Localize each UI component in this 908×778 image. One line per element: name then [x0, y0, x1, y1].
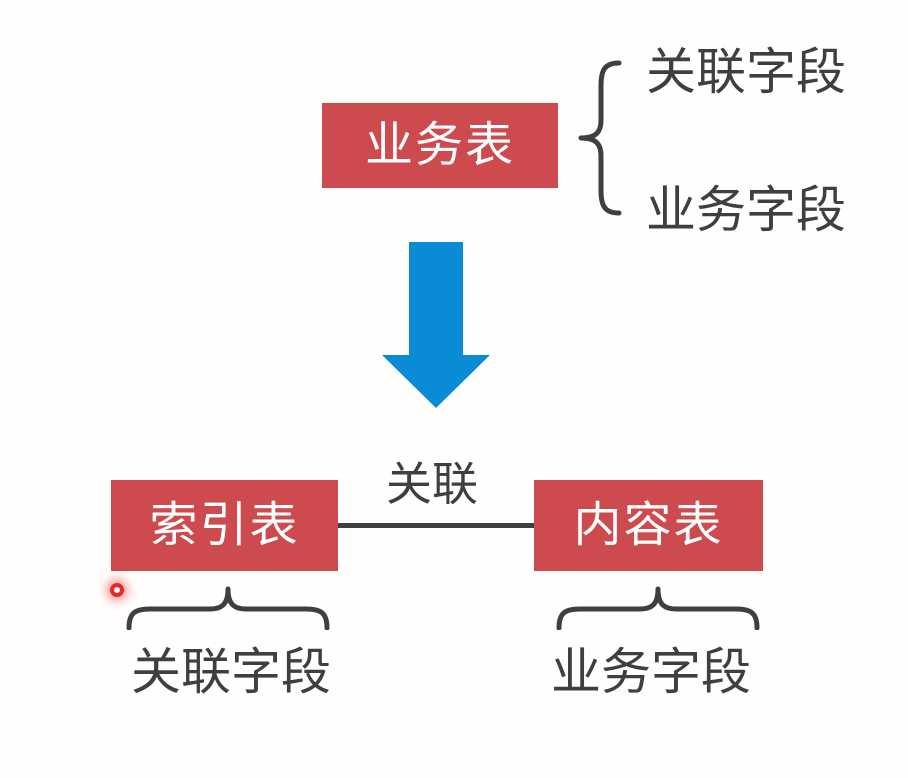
index-table-label: 索引表 — [149, 498, 300, 552]
business-table-box: 业务表 — [322, 103, 558, 188]
content-table-label: 内容表 — [573, 498, 724, 552]
top-association-field-label: 关联字段 — [646, 44, 846, 100]
top-business-field-label: 业务字段 — [646, 182, 846, 238]
curly-brace-icon — [556, 586, 760, 630]
index-table-box: 索引表 — [111, 480, 338, 571]
content-table-field-label: 业务字段 — [551, 644, 751, 700]
laser-pointer-dot-icon — [110, 583, 124, 597]
relation-label: 关联 — [386, 458, 478, 510]
curly-brace-icon — [126, 586, 330, 630]
down-arrow-icon — [382, 242, 490, 408]
curly-brace-icon — [578, 60, 622, 216]
relation-connector-line — [338, 523, 534, 528]
index-table-field-label: 关联字段 — [131, 644, 331, 700]
business-table-label: 业务表 — [364, 118, 515, 172]
content-table-box: 内容表 — [534, 480, 763, 571]
